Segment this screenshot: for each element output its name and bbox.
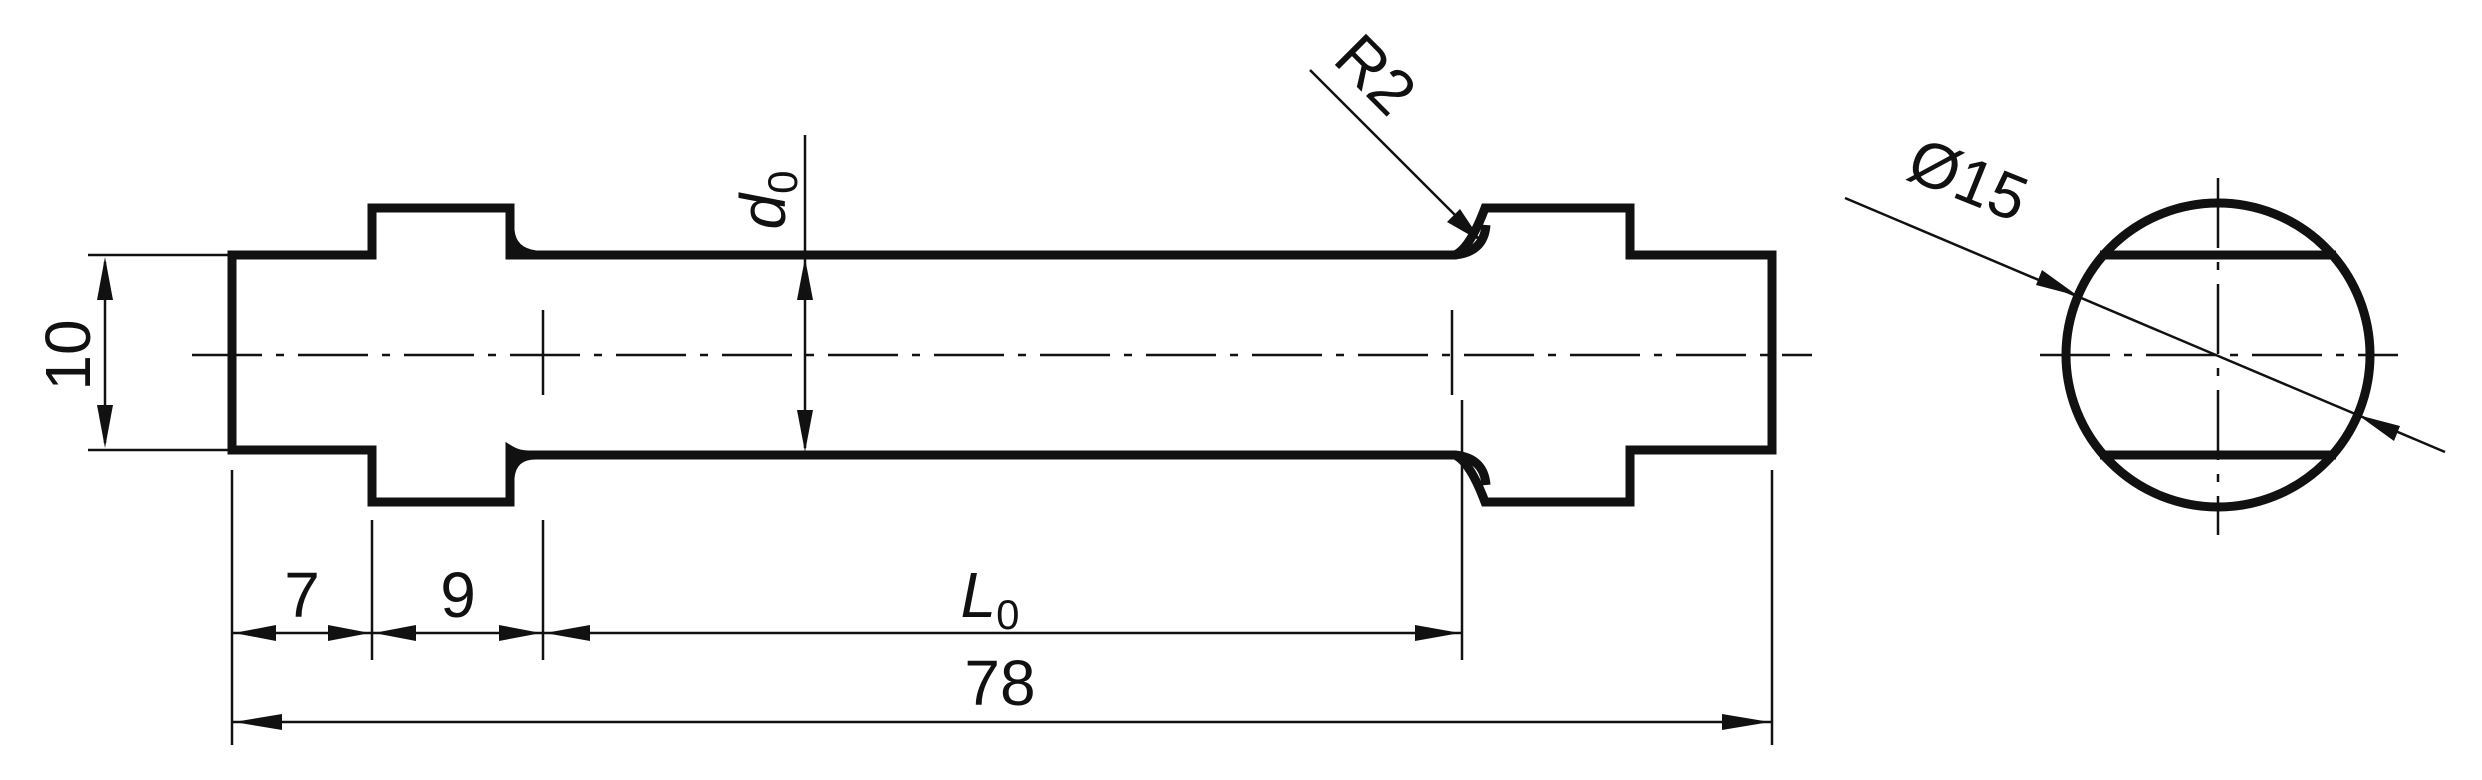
dimension-9-label: 9 [440,559,476,631]
arrowhead [797,410,813,452]
cross-section-view: Ø15 [1844,124,2446,535]
arrowhead [2036,270,2078,296]
arrowhead [97,405,113,448]
dimension-height: 10 [32,253,232,452]
l0-dimension-label: L0 [961,559,1020,638]
diameter-label: Ø15 [1899,124,2038,236]
arrowhead [2358,415,2400,441]
dimension-d0: d0 [727,135,813,452]
dimension-7-label: 7 [284,559,320,631]
dimension-78-label: 78 [964,647,1035,719]
right-fillet-top [1454,224,1491,260]
arrowhead [374,625,416,641]
arrowhead [97,257,113,300]
height-dimension-label: 10 [32,319,104,390]
arrowhead [1447,209,1482,242]
left-fillet-bottom [505,450,537,502]
leader-line [1309,69,1471,231]
arrowhead [234,714,282,730]
specimen-side-view [192,203,1812,507]
bottom-dimensions: 7 9 L0 78 [230,400,1774,745]
specimen-outline [227,203,1777,507]
arrowhead [1722,714,1770,730]
arrowhead [499,625,541,641]
arrowhead [797,258,813,300]
dimension-radius: R2 [1309,20,1482,242]
arrowhead [234,625,276,641]
arrowhead [545,625,590,641]
d0-dimension-label: d0 [727,171,806,230]
left-fillet-top [505,208,537,260]
arrowhead [1415,625,1460,641]
radius-label: R2 [1321,20,1430,129]
arrowhead [328,625,370,641]
right-fillet-bottom [1454,450,1491,486]
diameter-leader-line [1844,196,2446,454]
